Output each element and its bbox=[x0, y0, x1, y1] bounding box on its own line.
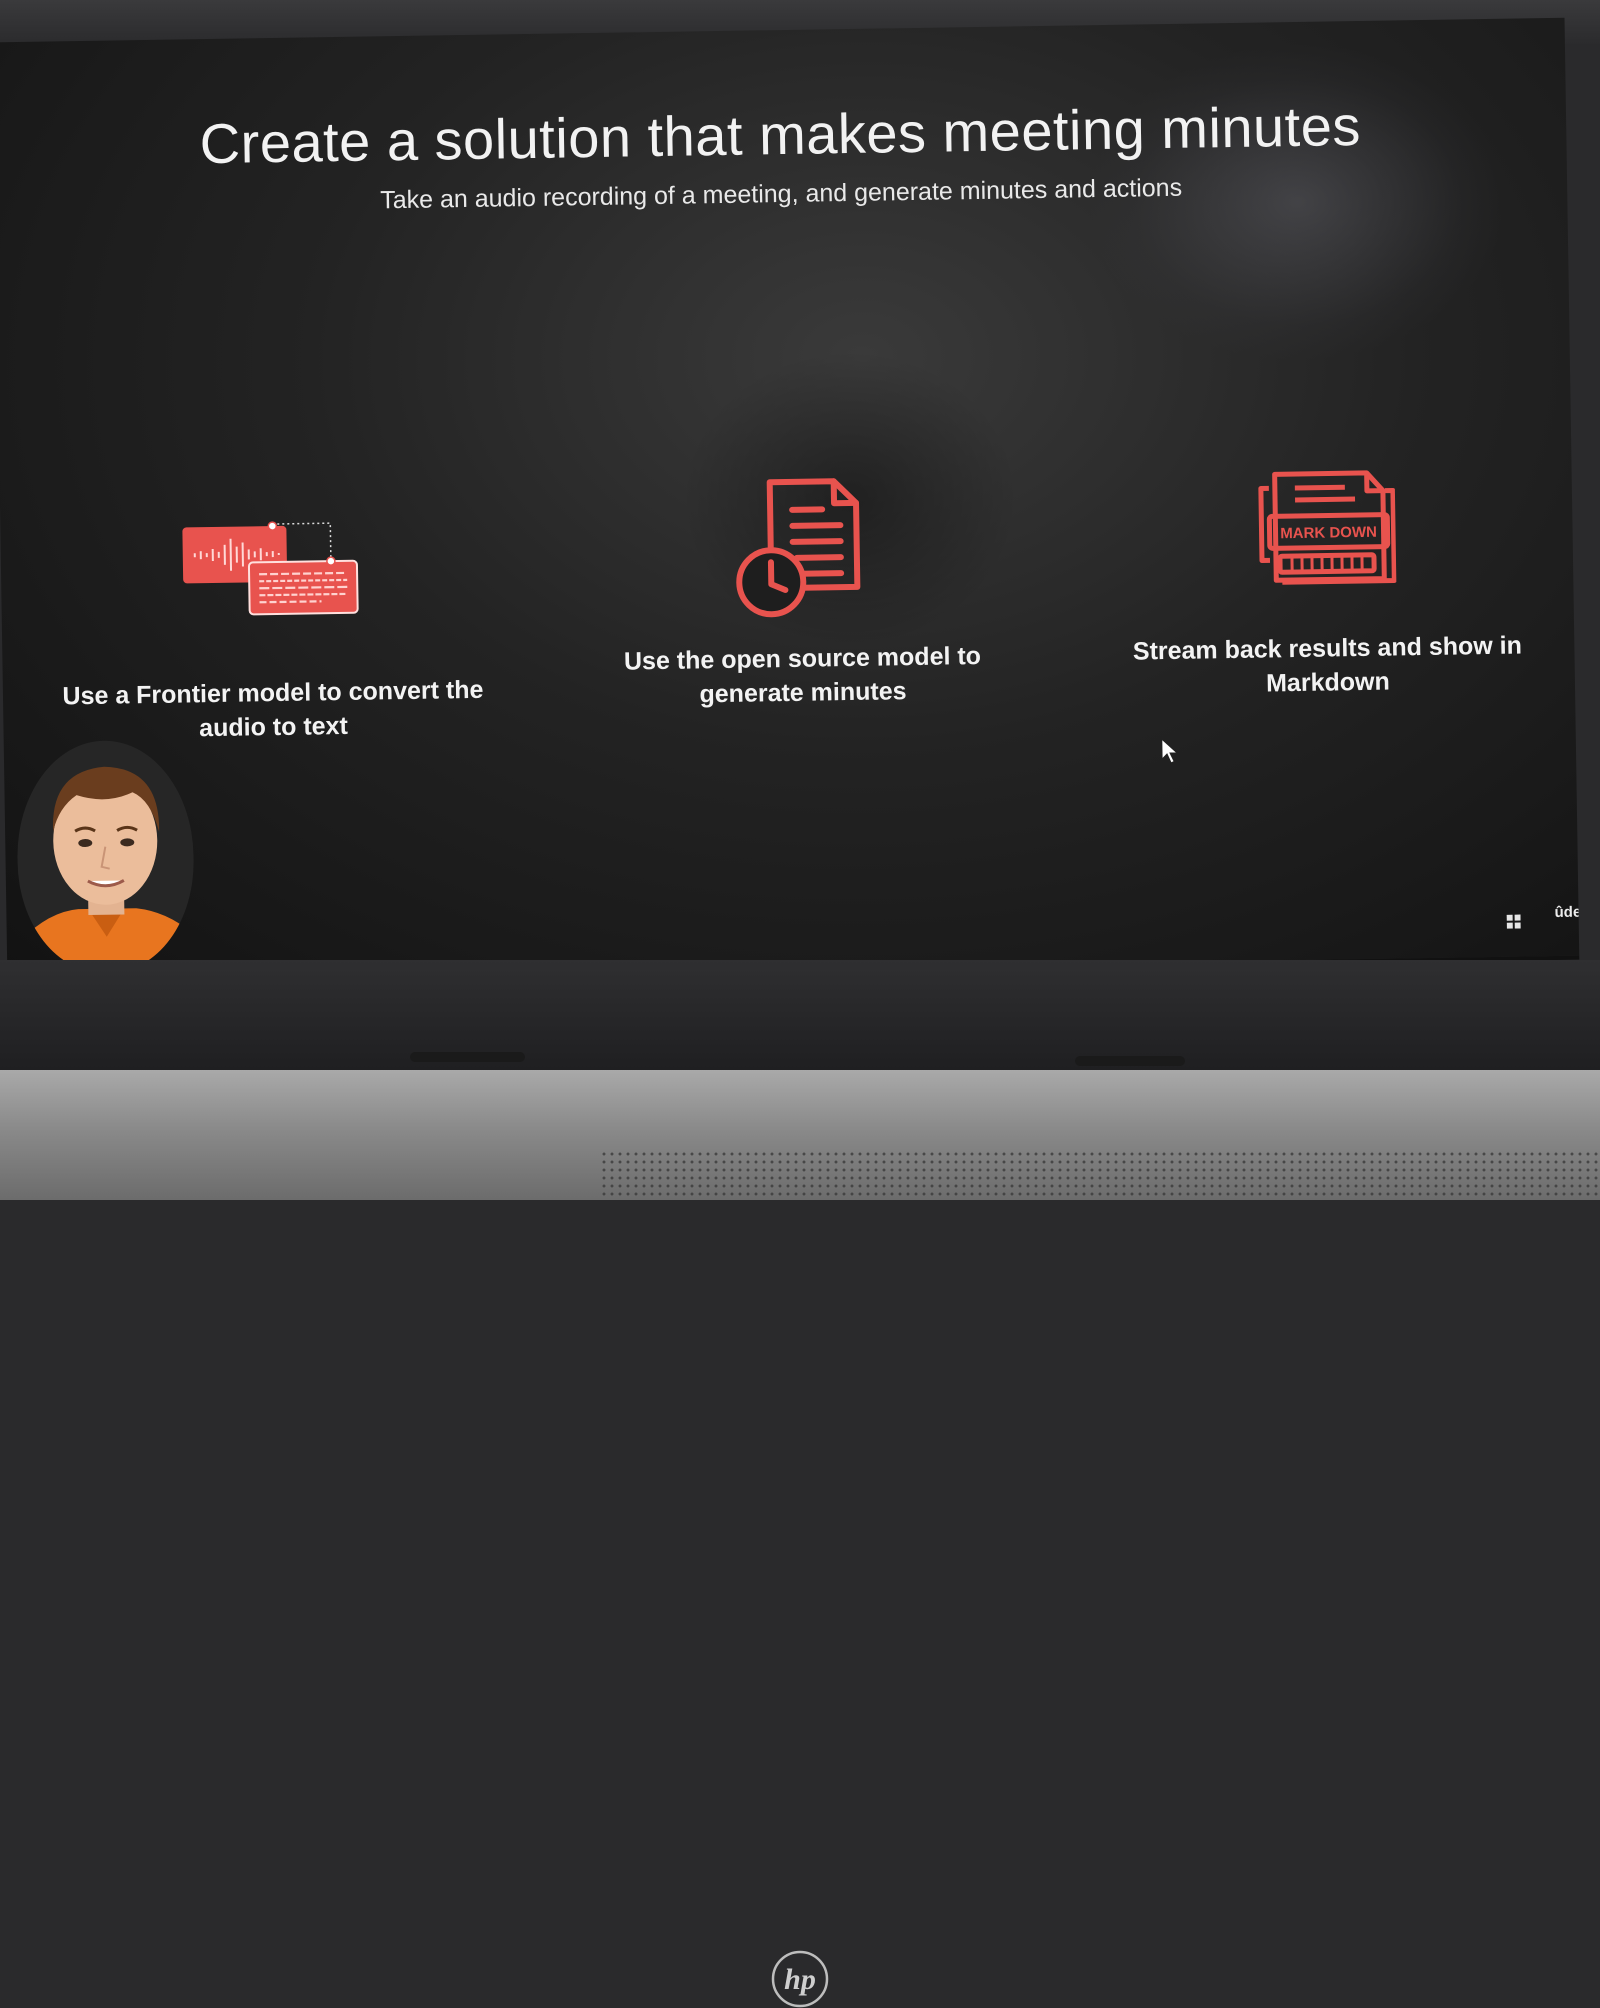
markdown-icon-label: MARK DOWN bbox=[1280, 524, 1377, 543]
laptop-bottom-bezel: hp bbox=[0, 960, 1600, 1070]
document-clock-icon bbox=[730, 469, 872, 621]
udemy-watermark: ûdemy bbox=[1554, 903, 1579, 921]
slide-title: Create a solution that makes meeting min… bbox=[0, 90, 1567, 180]
markdown-icon: MARK DOWN bbox=[1254, 450, 1396, 592]
step-markdown: MARK DOWN Stream back results and show i… bbox=[1104, 448, 1548, 703]
step-3-caption-line-2: Markdown bbox=[1108, 662, 1548, 703]
slide-subtitle: Take an audio recording of a meeting, an… bbox=[0, 168, 1567, 222]
right-hinge bbox=[1075, 1056, 1185, 1066]
step-3-caption-line-1: Stream back results and show in bbox=[1107, 628, 1547, 669]
hp-logo-text: hp bbox=[784, 1963, 816, 1996]
speaker-grille bbox=[600, 1150, 1600, 1200]
hp-logo: hp bbox=[771, 1950, 829, 2008]
left-hinge bbox=[410, 1052, 525, 1062]
windows-taskbar-icon[interactable] bbox=[1507, 915, 1521, 929]
audio-to-text-icon bbox=[180, 507, 362, 620]
step-2-caption-line-2: generate minutes bbox=[593, 672, 1013, 713]
laptop-base bbox=[0, 1070, 1600, 1200]
laptop-screen: Create a solution that makes meeting min… bbox=[0, 18, 1579, 985]
mouse-cursor-icon bbox=[1161, 738, 1179, 764]
step-generate-minutes: Use the open source model to generate mi… bbox=[590, 466, 1014, 713]
step-audio-to-text: Use a Frontier model to convert the audi… bbox=[30, 504, 514, 748]
presenter-video bbox=[16, 739, 196, 974]
step-2-caption-line-1: Use the open source model to bbox=[592, 638, 1012, 679]
